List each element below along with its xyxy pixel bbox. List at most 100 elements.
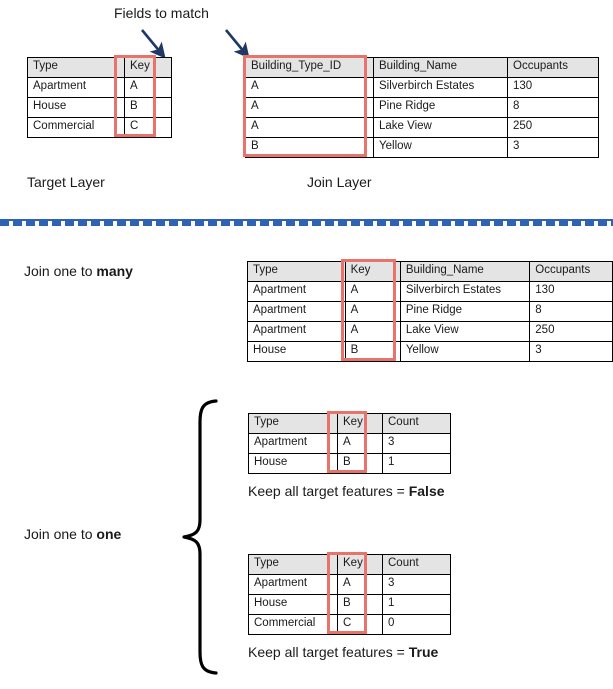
table-header-row: Type Key Count — [248, 554, 451, 575]
cell-count: 1 — [382, 594, 451, 615]
keep-all-true-label: Keep all target features = True — [248, 644, 439, 660]
cell-type: Apartment — [248, 433, 338, 454]
column-header-type: Type — [27, 57, 125, 78]
cell-count: 1 — [382, 453, 451, 474]
column-header-building-type-id: Building_Type_ID — [245, 57, 374, 78]
cell-key: A — [344, 281, 401, 302]
column-header-building-name: Building_Name — [373, 57, 508, 78]
cell-key: A — [344, 301, 401, 322]
column-header-key: Key — [344, 261, 401, 282]
cell-count: 3 — [382, 574, 451, 595]
table-row: Commercial C 0 — [248, 614, 451, 635]
table-row: House B 1 — [248, 594, 451, 615]
cell-building-name: Pine Ridge — [399, 301, 531, 322]
cell-key: B — [337, 594, 383, 615]
join-one-to-one-prefix: Join one to — [24, 526, 97, 542]
cell-building-name: Pine Ridge — [373, 97, 508, 118]
cell-building-name: Silverbirch Estates — [399, 281, 531, 302]
target-layer-table-wrap: Type Key Apartment A House B Commercial … — [27, 55, 172, 138]
column-header-count: Count — [382, 413, 451, 434]
arrow-to-join-key — [224, 28, 264, 60]
cell-building-type-id: B — [245, 137, 374, 158]
keep-all-true-value: True — [408, 644, 439, 660]
keep-all-false-value: False — [408, 483, 445, 499]
join-layer-table-wrap: Building_Type_ID Building_Name Occupants… — [243, 55, 599, 158]
join-one-to-many-label: Join one to many — [24, 263, 133, 279]
table-row: Apartment A Pine Ridge 8 — [247, 301, 613, 322]
table-row: A Silverbirch Estates 130 — [245, 77, 599, 98]
cell-type: House — [247, 341, 346, 362]
one-to-one-true-table-wrap: Type Key Count Apartment A 3 House B 1 C… — [248, 552, 451, 635]
join-one-to-one-label: Join one to one — [24, 526, 122, 542]
cell-occupants: 130 — [529, 281, 613, 302]
cell-type: Commercial — [27, 117, 125, 138]
table-row: Apartment A 3 — [248, 574, 451, 595]
table-row: House B Yellow 3 — [247, 341, 613, 362]
fields-to-match-label: Fields to match — [114, 5, 209, 21]
column-header-occupants: Occupants — [507, 57, 599, 78]
join-one-to-many-emphasis: many — [96, 263, 133, 279]
arrow-to-target-key — [140, 28, 180, 60]
cell-count: 0 — [382, 614, 451, 635]
cell-building-name: Yellow — [399, 341, 531, 362]
cell-building-name: Yellow — [373, 137, 508, 158]
cell-occupants: 3 — [507, 137, 599, 158]
cell-occupants: 3 — [529, 341, 613, 362]
column-header-occupants: Occupants — [529, 261, 613, 282]
curly-brace-join-one-to-one — [178, 398, 223, 676]
one-to-one-false-table-wrap: Type Key Count Apartment A 3 House B 1 — [248, 411, 451, 474]
keep-all-false-prefix: Keep all target features = — [248, 483, 409, 499]
one-to-one-true-table: Type Key Count Apartment A 3 House B 1 C… — [248, 554, 451, 635]
cell-key: B — [344, 341, 401, 362]
cell-building-name: Lake View — [399, 321, 531, 342]
cell-type: Apartment — [247, 281, 346, 302]
keep-all-false-label: Keep all target features = False — [248, 483, 445, 499]
join-one-to-many-prefix: Join one to — [24, 263, 97, 279]
cell-type: House — [248, 594, 338, 615]
cell-building-name: Silverbirch Estates — [373, 77, 508, 98]
table-row: A Pine Ridge 8 — [245, 97, 599, 118]
cell-key: A — [337, 574, 383, 595]
join-one-to-one-emphasis: one — [96, 526, 122, 542]
column-header-type: Type — [248, 554, 338, 575]
table-row: Apartment A — [27, 77, 172, 98]
cell-occupants: 8 — [507, 97, 599, 118]
table-row: Apartment A 3 — [248, 433, 451, 454]
cell-type: Apartment — [247, 321, 346, 342]
table-row: B Yellow 3 — [245, 137, 599, 158]
column-header-key: Key — [337, 413, 383, 434]
column-header-count: Count — [382, 554, 451, 575]
cell-type: House — [248, 453, 338, 474]
column-header-key: Key — [124, 57, 172, 78]
table-header-row: Type Key — [27, 57, 172, 78]
cell-key: A — [344, 321, 401, 342]
cell-type: Commercial — [248, 614, 338, 635]
table-row: House B — [27, 97, 172, 118]
cell-type: House — [27, 97, 125, 118]
table-header-row: Building_Type_ID Building_Name Occupants — [245, 57, 599, 78]
column-header-type: Type — [248, 413, 338, 434]
column-header-building-name: Building_Name — [399, 261, 531, 282]
cell-occupants: 130 — [507, 77, 599, 98]
table-row: Apartment A Lake View 250 — [247, 321, 613, 342]
cell-building-name: Lake View — [373, 117, 508, 138]
table-header-row: Type Key Building_Name Occupants — [247, 261, 613, 282]
cell-key: B — [337, 453, 383, 474]
column-header-type: Type — [247, 261, 346, 282]
table-row: Apartment A Silverbirch Estates 130 — [247, 281, 613, 302]
cell-occupants: 250 — [507, 117, 599, 138]
table-row: Commercial C — [27, 117, 172, 138]
table-row: House B 1 — [248, 453, 451, 474]
one-to-many-table-wrap: Type Key Building_Name Occupants Apartme… — [247, 259, 613, 362]
cell-key: C — [124, 117, 172, 138]
column-header-key: Key — [337, 554, 383, 575]
one-to-many-table: Type Key Building_Name Occupants Apartme… — [247, 261, 613, 362]
keep-all-true-prefix: Keep all target features = — [248, 644, 409, 660]
cell-key: A — [124, 77, 172, 98]
cell-building-type-id: A — [245, 77, 374, 98]
cell-type: Apartment — [27, 77, 125, 98]
cell-occupants: 8 — [529, 301, 613, 322]
table-header-row: Type Key Count — [248, 413, 451, 434]
table-row: A Lake View 250 — [245, 117, 599, 138]
one-to-one-false-table: Type Key Count Apartment A 3 House B 1 — [248, 413, 451, 474]
